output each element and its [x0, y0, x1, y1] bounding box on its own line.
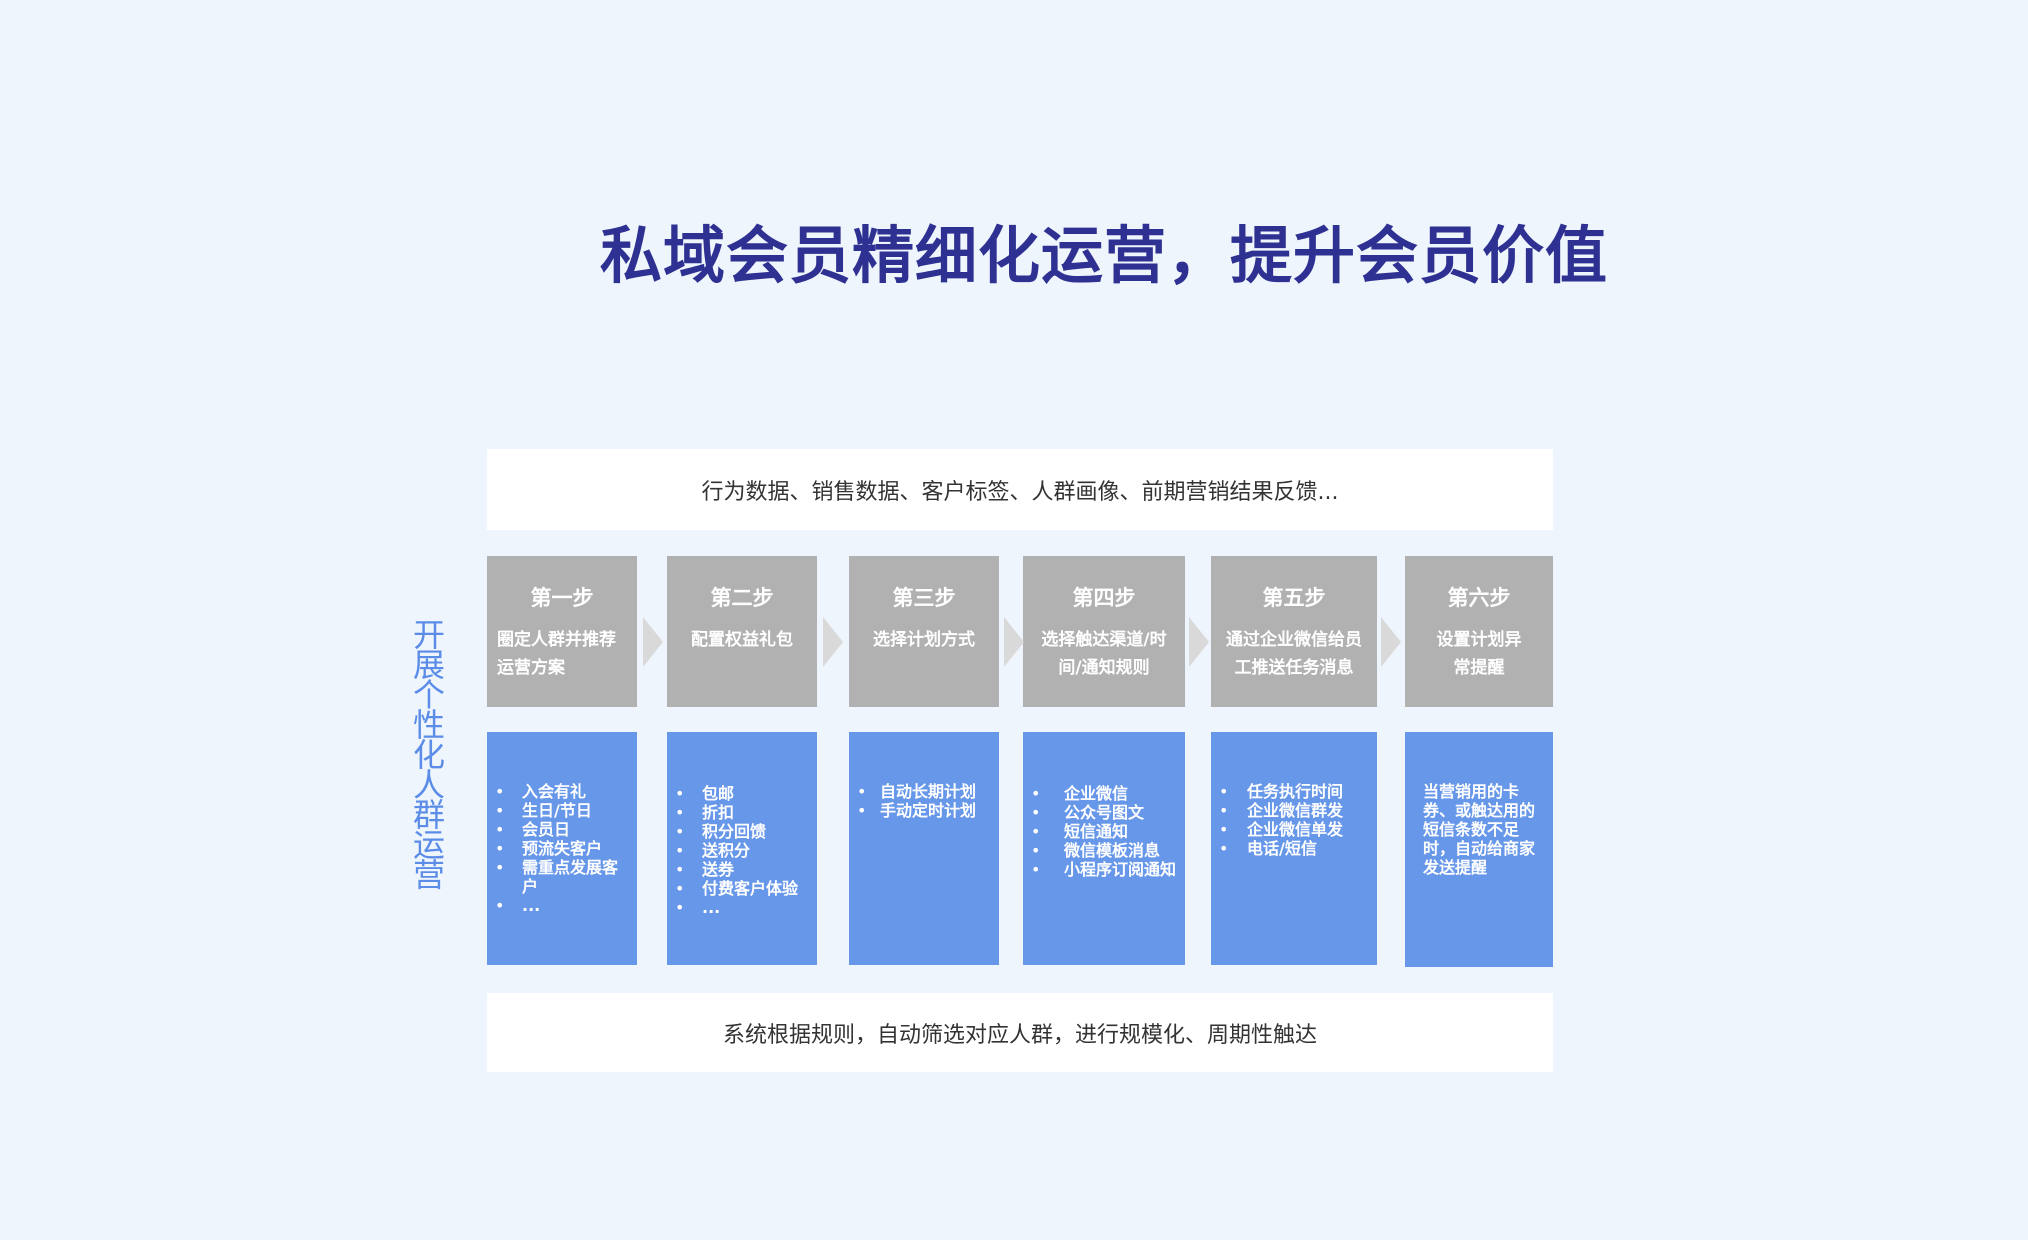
step-5-title: 第五步 [1262, 586, 1326, 610]
step-arrow-icon [1189, 617, 1209, 667]
list-item: 生日/节日 [487, 801, 637, 820]
list-item: 小程序订阅通知 [1023, 860, 1185, 879]
step-5-list: 任务执行时间 企业微信群发 企业微信单发 电话/短信 [1211, 782, 1377, 858]
step-2-title: 第二步 [710, 586, 774, 610]
step-arrow-icon [1381, 617, 1401, 667]
list-item: 积分回馈 [667, 822, 817, 841]
list-item: 需重点发展客户 [487, 858, 637, 896]
list-item: 企业微信群发 [1211, 801, 1377, 820]
step-6-desc: 设置计划异常提醒 [1436, 630, 1522, 678]
list-item: 包邮 [667, 784, 817, 803]
step-2-list: 包邮 折扣 积分回馈 送积分 送券 付费客户体验 ... [667, 784, 817, 917]
step-1-header: 第一步 圈定人群并推荐运营方案 [487, 556, 637, 707]
data-sources-banner: 行为数据、销售数据、客户标签、人群画像、前期营销结果反馈... [487, 449, 1553, 530]
step-1-desc: 圈定人群并推荐运营方案 [497, 630, 616, 678]
summary-banner: 系统根据规则，自动筛选对应人群，进行规模化、周期性触达 [487, 993, 1553, 1072]
step-2-body: 包邮 折扣 积分回馈 送积分 送券 付费客户体验 ... [667, 732, 817, 965]
step-3-list: 自动长期计划 手动定时计划 [849, 782, 999, 820]
data-sources-text: 行为数据、销售数据、客户标签、人群画像、前期营销结果反馈... [701, 479, 1339, 505]
step-4-title: 第四步 [1072, 586, 1136, 610]
step-4-desc: 选择触达渠道/时间/通知规则 [1041, 630, 1167, 678]
step-5-desc: 通过企业微信给员工推送任务消息 [1226, 630, 1362, 678]
list-item: 送券 [667, 860, 817, 879]
step-3-header: 第三步 选择计划方式 [849, 556, 999, 707]
list-item: 任务执行时间 [1211, 782, 1377, 801]
list-item: 预流失客户 [487, 839, 637, 858]
step-4-header: 第四步 选择触达渠道/时间/通知规则 [1023, 556, 1185, 707]
list-item: 微信模板消息 [1023, 841, 1185, 860]
step-6-body: 当营销用的卡券、或触达用的短信条数不足时，自动给商家发送提醒 [1405, 732, 1553, 967]
step-2-header: 第二步 配置权益礼包 [667, 556, 817, 707]
step-1-list: 入会有礼 生日/节日 会员日 预流失客户 需重点发展客户 ... [487, 782, 637, 915]
list-item: 付费客户体验 [667, 879, 817, 898]
step-4-body: 企业微信 公众号图文 短信通知 微信模板消息 小程序订阅通知 [1023, 732, 1185, 965]
list-item: 送积分 [667, 841, 817, 860]
step-6-text: 当营销用的卡券、或触达用的短信条数不足时，自动给商家发送提醒 [1423, 782, 1536, 877]
list-item: ... [667, 898, 817, 917]
step-3-body: 自动长期计划 手动定时计划 [849, 732, 999, 965]
step-arrow-icon [823, 617, 843, 667]
step-5-body: 任务执行时间 企业微信群发 企业微信单发 电话/短信 [1211, 732, 1377, 965]
list-item: ... [487, 896, 637, 915]
step-6-header: 第六步 设置计划异常提醒 [1405, 556, 1553, 707]
side-label: 开展个性化人群运营 [412, 616, 445, 894]
list-item: 短信通知 [1023, 822, 1185, 841]
step-1-body: 入会有礼 生日/节日 会员日 预流失客户 需重点发展客户 ... [487, 732, 637, 965]
step-3-title: 第三步 [892, 586, 956, 610]
step-4-list: 企业微信 公众号图文 短信通知 微信模板消息 小程序订阅通知 [1023, 784, 1185, 879]
list-item: 入会有礼 [487, 782, 637, 801]
list-item: 电话/短信 [1211, 839, 1377, 858]
list-item: 折扣 [667, 803, 817, 822]
list-item: 企业微信 [1023, 784, 1185, 803]
step-5-header: 第五步 通过企业微信给员工推送任务消息 [1211, 556, 1377, 707]
step-1-title: 第一步 [530, 586, 594, 610]
list-item: 公众号图文 [1023, 803, 1185, 822]
list-item: 自动长期计划 [849, 782, 999, 801]
step-2-desc: 配置权益礼包 [691, 630, 793, 650]
list-item: 会员日 [487, 820, 637, 839]
list-item: 企业微信单发 [1211, 820, 1377, 839]
step-arrow-icon [643, 617, 663, 667]
summary-text: 系统根据规则，自动筛选对应人群，进行规模化、周期性触达 [722, 1022, 1317, 1048]
step-6-title: 第六步 [1447, 586, 1511, 610]
page-title: 私域会员精细化运营，提升会员价值 [600, 219, 1609, 292]
step-arrow-icon [1004, 617, 1024, 667]
list-item: 手动定时计划 [849, 801, 999, 820]
step-3-desc: 选择计划方式 [873, 630, 975, 650]
